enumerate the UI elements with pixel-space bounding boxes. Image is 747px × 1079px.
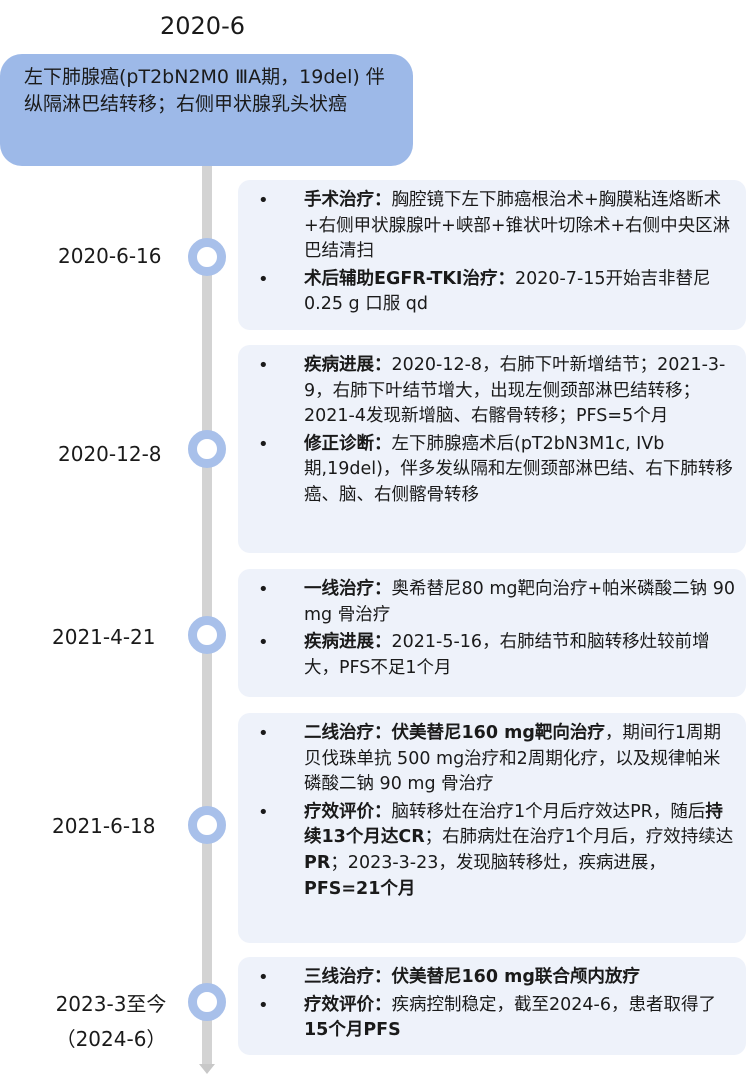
item-text: ；右肺病灶在治疗1个月后，疗效持续达 bbox=[424, 827, 734, 848]
timeline-node-3 bbox=[188, 616, 226, 654]
event-card-3: • 一线治疗：奥希替尼80 mg靶向治疗+帕米磷酸二钠 90 mg 骨治疗 • 疾病… bbox=[238, 569, 746, 697]
item-text: ；2023-3-23，发现脑转移灶，疾病进展， bbox=[330, 852, 666, 873]
item-lead: 疗效评价： bbox=[304, 994, 392, 1015]
timeline-start-date: 2020-6 bbox=[160, 12, 246, 40]
item-lead: 手术治疗： bbox=[304, 190, 392, 210]
item-text: 左下肺腺癌术后(pT2bN3M1c, IVb期,19del)，伴多发纵隔和左侧颈… bbox=[304, 433, 733, 505]
initial-diagnosis-box: 左下肺腺癌(pT2bN2M0 ⅢA期，19del) 伴纵隔淋巴结转移；右侧甲状腺… bbox=[0, 54, 413, 166]
event-card-4: • 二线治疗：伏美替尼160 mg靶向治疗，期间行1周期贝伐珠单抗 500 mg治… bbox=[238, 713, 746, 943]
item-text: 2020-7-15开始吉非替尼 0.25 g 口服 qd bbox=[304, 268, 711, 315]
event-item: • 一线治疗：奥希替尼80 mg靶向治疗+帕米磷酸二钠 90 mg 骨治疗 bbox=[252, 577, 736, 628]
bullet-dot: • bbox=[258, 190, 269, 211]
event-item: • 二线治疗：伏美替尼160 mg靶向治疗，期间行1周期贝伐珠单抗 500 mg治… bbox=[252, 721, 736, 798]
item-text: 2021-5-16，右肺结节和脑转移灶较前增大，PFS不足1个月 bbox=[304, 632, 710, 678]
timeline-arrow bbox=[199, 1064, 215, 1074]
item-text: 胸腔镜下左下肺癌根治术+胸膜粘连烙断术+右侧甲状腺腺叶+峡部+锥状叶切除术+右侧… bbox=[304, 190, 731, 262]
item-text-bold: PFS=21个月 bbox=[304, 878, 416, 899]
event-item: • 修正诊断：左下肺腺癌术后(pT2bN3M1c, IVb期,19del)，伴多发… bbox=[252, 432, 736, 509]
bullet-dot: • bbox=[258, 994, 269, 1016]
timeline-date-5: 2023-3至今 （2024-6） bbox=[46, 988, 176, 1052]
timeline-node-5 bbox=[188, 983, 226, 1021]
timeline-node-2 bbox=[188, 430, 226, 468]
bullet-dot: • bbox=[258, 967, 269, 988]
event-card-1: • 手术治疗：胸腔镜下左下肺癌根治术+胸膜粘连烙断术+右侧甲状腺腺叶+峡部+锥状叶… bbox=[238, 180, 746, 330]
timeline-node-1 bbox=[188, 238, 226, 276]
item-lead: 疗效评价： bbox=[304, 801, 392, 822]
item-text: 奥希替尼80 mg靶向治疗+帕米磷酸二钠 90 mg 骨治疗 bbox=[304, 579, 735, 625]
event-item: • 术后辅助EGFR-TKI治疗：2020-7-15开始吉非替尼 0.25 g 口… bbox=[252, 267, 736, 318]
timeline-node-4 bbox=[188, 806, 226, 844]
item-lead: 术后辅助EGFR-TKI治疗： bbox=[304, 268, 515, 289]
event-item: • 疾病进展：2021-5-16，右肺结节和脑转移灶较前增大，PFS不足1个月 bbox=[252, 630, 736, 681]
timeline-date-1: 2020-6-16 bbox=[58, 244, 162, 268]
bullet-dot: • bbox=[258, 355, 269, 376]
item-text: 脑转移灶在治疗1个月后疗效达PR，随后 bbox=[391, 801, 706, 822]
item-text-bold: 伏美替尼160 mg联合颅内放疗 bbox=[391, 967, 640, 987]
item-lead: 疾病进展： bbox=[304, 355, 392, 375]
item-lead: 三线治疗： bbox=[304, 967, 392, 987]
item-text: 2020-12-8，右肺下叶新增结节；2021-3-9，右肺下叶结节增大，出现左… bbox=[304, 355, 726, 427]
event-item: • 疗效评价：疾病控制稳定，截至2024-6，患者取得了 15个月PFS bbox=[252, 993, 736, 1044]
item-lead: 修正诊断： bbox=[304, 433, 392, 454]
event-item: • 手术治疗：胸腔镜下左下肺癌根治术+胸膜粘连烙断术+右侧甲状腺腺叶+峡部+锥状叶… bbox=[252, 188, 736, 265]
item-text-bold: PR bbox=[304, 852, 331, 873]
bullet-dot: • bbox=[258, 268, 269, 290]
item-lead: 二线治疗： bbox=[304, 723, 392, 743]
item-text: 疾病控制稳定，截至2024-6，患者取得了 bbox=[391, 994, 716, 1015]
date-line: 2023-3至今 bbox=[55, 992, 167, 1016]
item-text-bold: 持续13个月达CR bbox=[304, 801, 723, 848]
event-item: • 疗效评价：脑转移灶在治疗1个月后疗效达PR，随后持续13个月达CR；右肺病灶在… bbox=[252, 800, 736, 902]
bullet-dot: • bbox=[258, 723, 269, 744]
timeline-date-2: 2020-12-8 bbox=[58, 442, 162, 466]
timeline-date-4: 2021-6-18 bbox=[52, 814, 156, 838]
event-item: • 三线治疗：伏美替尼160 mg联合颅内放疗 bbox=[252, 965, 736, 991]
item-text-bold: 15个月PFS bbox=[304, 1020, 401, 1041]
item-text: ，期间行1周期贝伐珠单抗 500 mg治疗和2周期化疗，以及规律帕米磷酸二钠 9… bbox=[304, 723, 722, 795]
bullet-dot: • bbox=[258, 579, 269, 600]
bullet-dot: • bbox=[258, 632, 269, 654]
item-text-bold: 伏美替尼160 mg靶向治疗 bbox=[391, 723, 605, 743]
timeline-date-3: 2021-4-21 bbox=[52, 625, 156, 649]
bullet-dot: • bbox=[258, 433, 269, 455]
bullet-dot: • bbox=[258, 801, 269, 823]
item-lead: 一线治疗： bbox=[304, 579, 392, 599]
event-card-5: • 三线治疗：伏美替尼160 mg联合颅内放疗 • 疗效评价：疾病控制稳定，截至20… bbox=[238, 957, 746, 1055]
event-card-2: • 疾病进展：2020-12-8，右肺下叶新增结节；2021-3-9，右肺下叶结节… bbox=[238, 345, 746, 553]
item-lead: 疾病进展： bbox=[304, 632, 392, 653]
event-item: • 疾病进展：2020-12-8，右肺下叶新增结节；2021-3-9，右肺下叶结节… bbox=[252, 353, 736, 430]
date-line: （2024-6） bbox=[55, 1027, 167, 1051]
